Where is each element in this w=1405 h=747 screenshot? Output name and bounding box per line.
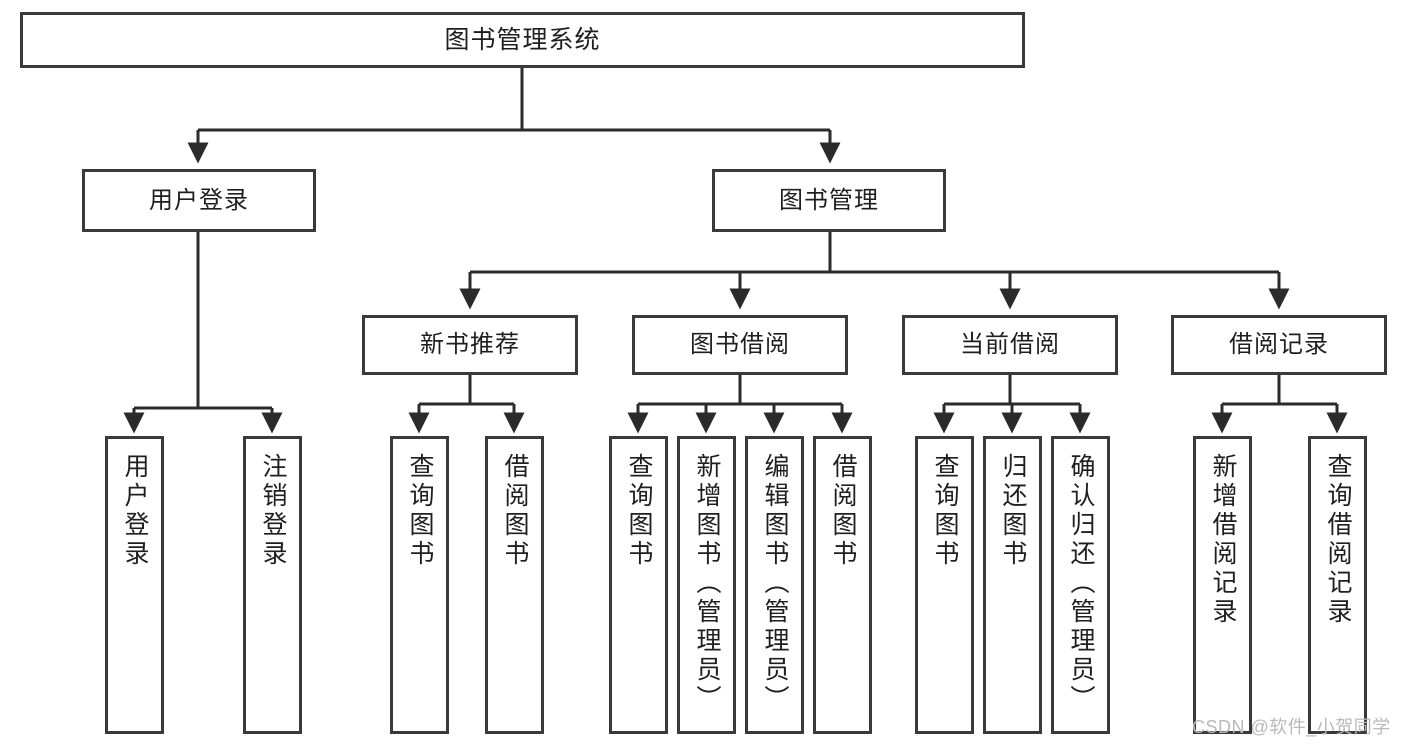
node-leaf-add-book[interactable]: 新增图书（管理员） [677,436,736,734]
node-label: 图书管理 [779,186,879,214]
node-label: 用户登录 [121,453,149,569]
node-leaf-add-borrow-record[interactable]: 新增借阅记录 [1193,436,1252,734]
node-label: 借阅图书 [829,453,857,569]
node-leaf-query-borrow-record[interactable]: 查询借阅记录 [1308,436,1367,734]
node-book-management-system[interactable]: 图书管理系统 [20,12,1025,68]
node-label: 注销登录 [259,453,287,569]
node-leaf-borrow-book-1[interactable]: 借阅图书 [485,436,544,734]
node-label: 用户登录 [149,186,249,214]
node-label: 查询图书 [625,453,653,569]
node-label: 新书推荐 [420,331,520,359]
node-new-book-recommend[interactable]: 新书推荐 [362,315,578,375]
node-label: 新增借阅记录 [1209,453,1237,627]
node-leaf-query-book-2[interactable]: 查询图书 [609,436,668,734]
node-label: 图书借阅 [690,331,790,359]
node-label: 归还图书 [999,453,1027,569]
node-label: 查询图书 [406,453,434,569]
node-leaf-borrow-book-2[interactable]: 借阅图书 [813,436,872,734]
node-current-borrow[interactable]: 当前借阅 [902,315,1118,375]
node-leaf-query-book-1[interactable]: 查询图书 [390,436,449,734]
node-label: 借阅记录 [1229,331,1329,359]
node-label: 当前借阅 [960,331,1060,359]
node-leaf-query-book-3[interactable]: 查询图书 [915,436,974,734]
node-leaf-confirm-return[interactable]: 确认归还（管理员） [1051,436,1110,734]
node-leaf-user-login[interactable]: 用户登录 [105,436,164,734]
node-label: 新增图书（管理员） [693,453,721,714]
node-book-borrow[interactable]: 图书借阅 [632,315,848,375]
node-label: 图书管理系统 [444,25,601,54]
node-label: 借阅图书 [501,453,529,569]
node-book-management[interactable]: 图书管理 [712,169,946,232]
node-label: 查询图书 [931,453,959,569]
node-label: 编辑图书（管理员） [761,453,789,714]
node-borrow-record[interactable]: 借阅记录 [1171,315,1387,375]
node-leaf-edit-book[interactable]: 编辑图书（管理员） [745,436,804,734]
node-leaf-logout[interactable]: 注销登录 [243,436,302,734]
node-user-login[interactable]: 用户登录 [82,169,316,232]
node-leaf-return-book[interactable]: 归还图书 [983,436,1042,734]
node-label: 查询借阅记录 [1324,453,1352,627]
node-label: 确认归还（管理员） [1067,453,1095,714]
